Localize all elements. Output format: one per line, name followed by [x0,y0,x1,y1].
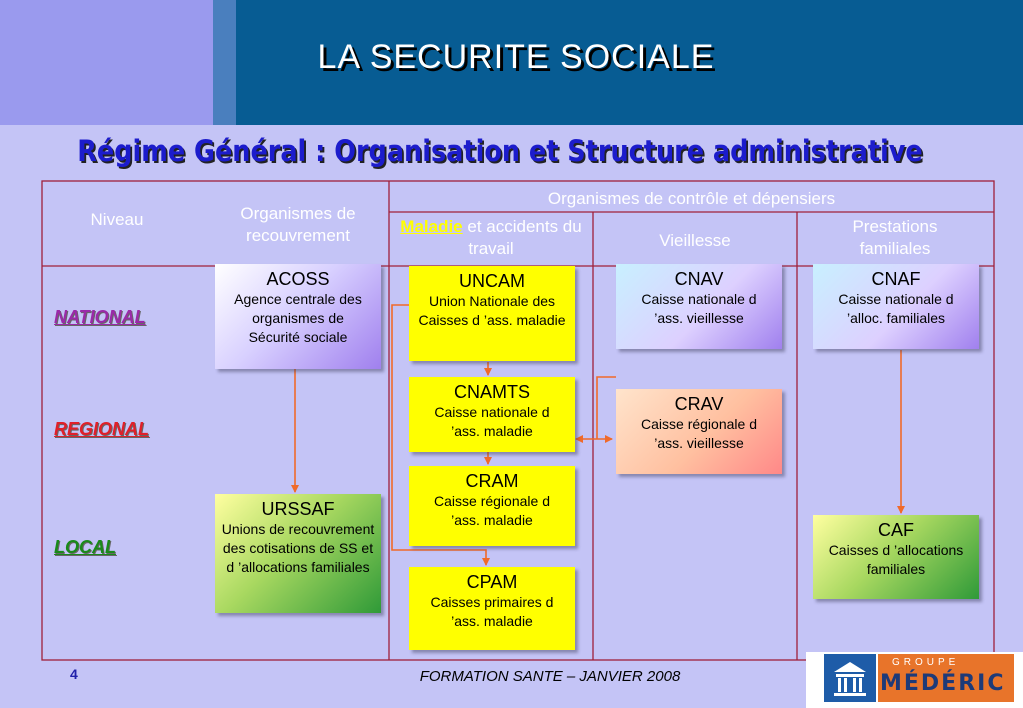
logo-groupe-text: GROUPE [892,657,960,668]
box-urssaf: URSSAF Unions de recouvrement des cotisa… [215,494,381,613]
header-niveau: Niveau [90,210,144,229]
arrow-cnamts-cpam [391,304,490,566]
header-maladie-rest: et accidents du travail [462,217,582,258]
box-cnaf-desc: Caisse nationale d ’alloc. familiales [838,291,954,326]
box-cnamts: CNAMTS Caisse nationale d ’ass. maladie [409,377,575,452]
logo-building-icon [824,654,876,702]
box-cram-desc: Caisse régionale d ’ass. maladie [434,493,550,528]
logo-name-panel [878,654,1014,702]
box-crav: CRAV Caisse régionale d ’ass. vieillesse [616,389,782,474]
header-band-right [236,0,1023,125]
header-recouvrement: Organismes de recouvrement [240,204,356,245]
line-cnav-link [596,376,616,439]
header-prestations: Prestations familiales [852,217,938,258]
box-cnamts-desc: Caisse nationale d ’ass. maladie [434,404,550,439]
header-band-left [0,0,213,125]
box-caf-desc: Caisses d ’allocations familiales [828,542,964,577]
box-uncam-title: UNCAM [459,271,525,291]
level-national: NATIONAL [54,307,146,327]
box-cnaf: CNAF Caisse nationale d ’alloc. familial… [813,264,979,349]
level-local: LOCAL [54,537,116,557]
page-number: 4 [70,666,78,682]
box-cram-title: CRAM [465,471,519,491]
page-title: LA SECURITE SOCIALE [317,38,715,76]
header-band-mid [213,0,236,125]
header-maladie: Maladie et accidents du travail [389,216,593,260]
box-crav-title: CRAV [674,394,724,414]
logo-brand-text: MÉDÉRIC [880,671,1006,696]
box-crav-desc: Caisse régionale d ’ass. vieillesse [641,416,757,451]
box-cram: CRAM Caisse régionale d ’ass. maladie [409,466,575,546]
box-cpam-desc: Caisses primaires d ’ass. maladie [430,594,554,629]
box-acoss: ACOSS Agence centrale des organismes de … [215,264,381,369]
box-cpam: CPAM Caisses primaires d ’ass. maladie [409,567,575,650]
box-cnav-desc: Caisse nationale d ’ass. vieillesse [641,291,757,326]
box-urssaf-title: URSSAF [261,499,335,519]
connector-arrows [291,304,905,566]
page-subtitle: Régime Général : Organisation et Structu… [77,134,923,168]
box-caf: CAF Caisses d ’allocations familiales [813,515,979,599]
box-cnav: CNAV Caisse nationale d ’ass. vieillesse [616,264,782,349]
box-uncam-desc: Union Nationale des Caisses d ’ass. mala… [418,293,566,328]
box-acoss-desc: Agence centrale des organismes de Sécuri… [234,291,362,345]
box-uncam: UNCAM Union Nationale des Caisses d ’ass… [409,266,575,361]
level-regional: REGIONAL [54,419,150,439]
header-maladie-highlight: Maladie [400,217,463,236]
box-cpam-title: CPAM [466,572,518,592]
box-acoss-title: ACOSS [266,269,330,289]
header-organismes-controle: Organismes de contrôle et dépensiers [547,189,836,208]
footer-text: FORMATION SANTE – JANVIER 2008 [419,668,681,685]
box-caf-title: CAF [878,520,914,540]
header-vieillesse: Vieillesse [659,231,731,250]
box-cnaf-title: CNAF [871,269,921,289]
box-cnamts-title: CNAMTS [454,382,530,402]
box-urssaf-desc: Unions de recouvrement des cotisations d… [221,521,375,575]
box-cnav-title: CNAV [674,269,724,289]
